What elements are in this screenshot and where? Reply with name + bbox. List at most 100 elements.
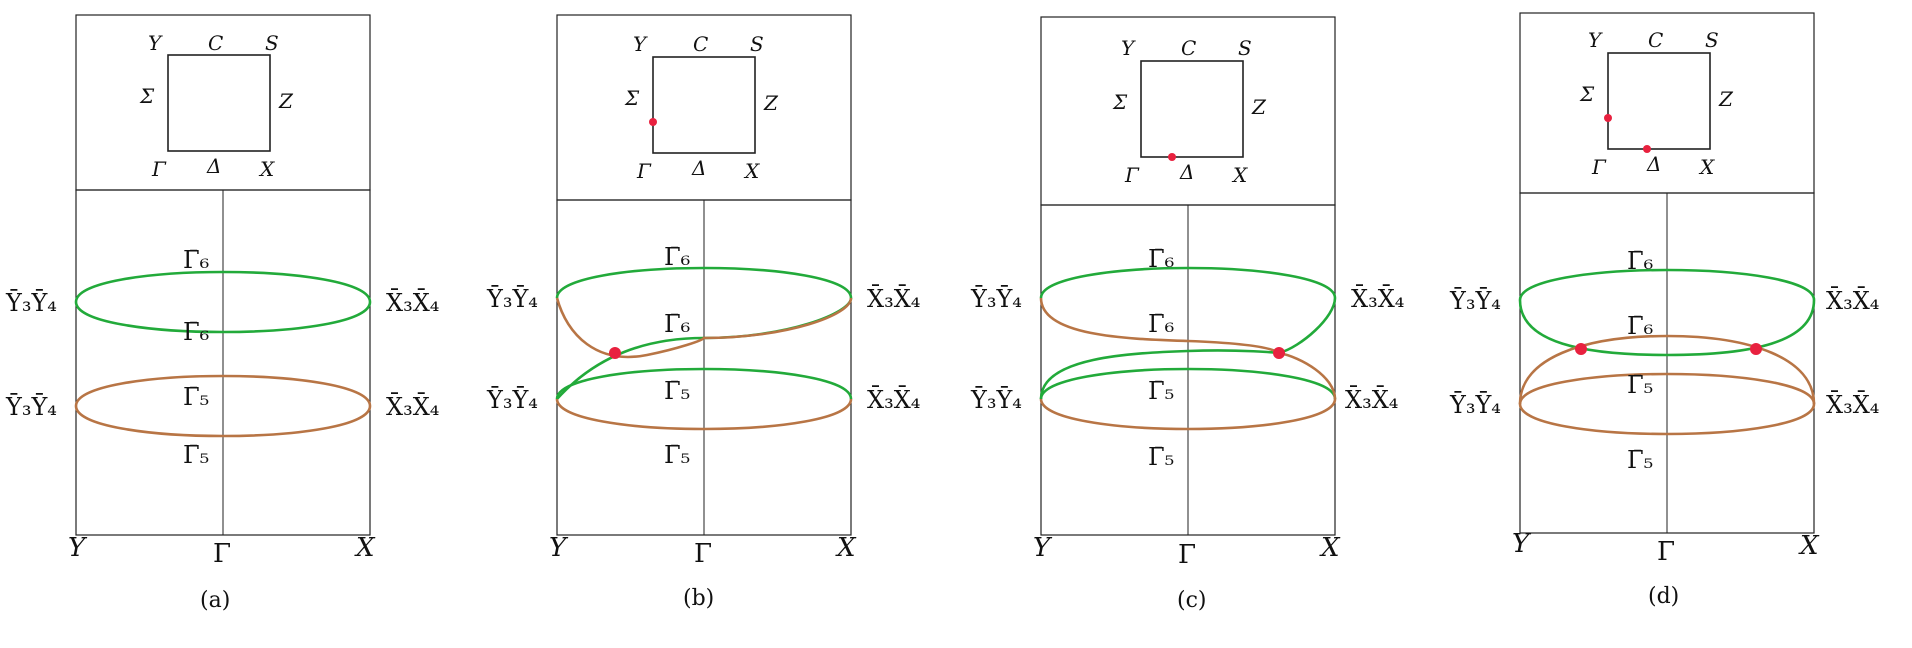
band-label-x3x4-upper: X̄₃X̄₄ xyxy=(1826,287,1879,315)
axis-label-gamma: Γ xyxy=(1657,537,1675,567)
band-label-gamma6-mid: Γ̄₆ xyxy=(1627,312,1653,340)
panel-b: Y C S Σ Z Γ Δ X Γ̄₆ Γ̄₆ Γ̄₅ Γ̄₅ Ȳ₃Ȳ₄ Ȳ₃Ȳ… xyxy=(486,14,920,611)
band-label-gamma5-mid: Γ̄₅ xyxy=(664,377,690,405)
band-label-gamma6-top: Γ̄₆ xyxy=(1627,247,1653,275)
band-label-x3x4-lower: X̄₃X̄₄ xyxy=(1826,391,1879,419)
axis-label-y: Y xyxy=(1033,533,1053,563)
brown-band-upper xyxy=(555,297,853,359)
axis-label-gamma: Γ xyxy=(694,539,712,569)
hs-label-c: C xyxy=(1181,36,1196,60)
hs-label-delta: Δ xyxy=(691,156,706,180)
hs-label-z: Z xyxy=(1251,95,1267,119)
band-label-y3y4-lower: Ȳ₃Ȳ₄ xyxy=(1449,391,1501,419)
band-label-y3y4-upper: Ȳ₃Ȳ₄ xyxy=(486,285,538,313)
band-label-gamma5-bottom: Γ̄₅ xyxy=(1148,443,1174,471)
panel-caption: (c) xyxy=(1177,588,1207,613)
hs-label-delta: Δ xyxy=(1179,160,1194,184)
hs-label-c: C xyxy=(1648,28,1663,52)
hs-label-s: S xyxy=(1705,28,1719,52)
band-label-x3x4-upper: X̄₃X̄₄ xyxy=(1351,285,1404,313)
hs-label-sigma: Σ xyxy=(1112,90,1128,114)
hs-label-x: X xyxy=(1698,155,1715,179)
green-band-loop xyxy=(74,270,372,334)
panel-caption: (b) xyxy=(683,586,714,611)
hs-label-sigma: Σ xyxy=(1579,82,1595,106)
axis-label-gamma: Γ xyxy=(213,539,231,569)
band-label-y3y4-lower: Ȳ₃Ȳ₄ xyxy=(5,393,57,421)
band-label-x3x4-upper: X̄₃X̄₄ xyxy=(867,285,920,313)
green-band-upper xyxy=(1039,266,1337,355)
brillouin-zone-square xyxy=(652,56,756,154)
brillouin-zone-square xyxy=(167,54,271,152)
hs-label-z: Z xyxy=(278,89,294,113)
green-band-lower xyxy=(1039,367,1337,400)
brillouin-zone-frame xyxy=(1519,12,1815,194)
axis-label-y: Y xyxy=(549,533,569,563)
hs-label-c: C xyxy=(208,31,223,55)
band-label-x3x4-upper: X̄₃X̄₄ xyxy=(386,289,439,317)
band-label-gamma5-bottom: Γ̄₅ xyxy=(1627,446,1653,474)
brown-band-upper xyxy=(1039,297,1337,400)
band-label-x3x4-lower: X̄₃X̄₄ xyxy=(867,386,920,414)
hs-label-y: Y xyxy=(1121,36,1136,60)
panel-c: Y C S Σ Z Γ Δ X Γ̄₆ Γ̄₆ Γ̄₅ Γ̄₅ Ȳ₃Ȳ₄ Ȳ₃Ȳ… xyxy=(970,16,1404,613)
hs-label-y: Y xyxy=(1588,28,1603,52)
band-label-gamma6-mid: Γ̄₆ xyxy=(664,310,690,338)
brown-band-loop xyxy=(1039,398,1337,431)
hs-label-y: Y xyxy=(633,32,648,56)
band-label-gamma6-mid: Γ̄₆ xyxy=(183,318,209,346)
brown-band-loop xyxy=(555,398,853,431)
band-label-y3y4-upper: Ȳ₃Ȳ₄ xyxy=(1449,287,1501,315)
panel-caption: (a) xyxy=(200,588,230,613)
hs-label-z: Z xyxy=(763,91,779,115)
axis-label-x: X xyxy=(1798,531,1820,561)
hs-label-gamma: Γ xyxy=(1591,155,1607,179)
band-label-x3x4-lower: X̄₃X̄₄ xyxy=(1345,386,1398,414)
hs-label-delta: Δ xyxy=(1646,152,1661,176)
panel-caption: (d) xyxy=(1648,584,1679,609)
hs-label-s: S xyxy=(750,32,764,56)
hs-label-x: X xyxy=(1231,163,1248,187)
hs-label-s: S xyxy=(1238,36,1252,60)
green-band-lower xyxy=(555,367,853,400)
brillouin-zone-square xyxy=(1607,52,1711,150)
brown-band-loop xyxy=(74,374,372,438)
band-label-x3x4-lower: X̄₃X̄₄ xyxy=(386,393,439,421)
crossing-point xyxy=(609,347,621,359)
delta-point-marker xyxy=(1643,145,1651,153)
hs-label-sigma: Σ xyxy=(624,86,640,110)
hs-label-delta: Δ xyxy=(206,154,221,178)
band-label-gamma5-bottom: Γ̄₅ xyxy=(664,441,690,469)
hs-label-s: S xyxy=(265,31,279,55)
hs-label-gamma: Γ xyxy=(151,157,167,181)
sigma-point-marker xyxy=(649,118,657,126)
axis-label-y: Y xyxy=(1512,529,1532,559)
sigma-point-marker xyxy=(1604,114,1612,122)
band-label-gamma6-top: Γ̄₆ xyxy=(183,246,209,274)
axis-label-gamma: Γ xyxy=(1178,540,1196,570)
axis-label-x: X xyxy=(1319,533,1341,563)
green-band-mid xyxy=(1039,349,1280,400)
band-label-gamma5-mid: Γ̄₅ xyxy=(183,383,209,411)
crossing-point xyxy=(1273,347,1285,359)
hs-label-y: Y xyxy=(148,31,163,55)
delta-point-marker xyxy=(1168,153,1176,161)
brown-band-arch xyxy=(1518,334,1816,405)
hs-label-c: C xyxy=(693,32,708,56)
brillouin-zone-square xyxy=(1140,60,1244,158)
crossing-point-left xyxy=(1575,343,1587,355)
axis-label-x: X xyxy=(835,533,857,563)
hs-label-gamma: Γ xyxy=(636,159,652,183)
band-label-gamma6-top: Γ̄₆ xyxy=(1148,245,1174,273)
panel-d: Y C S Σ Z Γ Δ X Γ̄₆ Γ̄₆ Γ̄₅ Γ̄₅ Ȳ₃Ȳ₄ Ȳ₃Ȳ… xyxy=(1449,12,1879,609)
hs-label-x: X xyxy=(743,159,760,183)
axis-label-x: X xyxy=(354,533,376,563)
hs-label-sigma: Σ xyxy=(139,84,155,108)
band-label-gamma6-top: Γ̄₆ xyxy=(664,243,690,271)
band-label-gamma6-mid: Γ̄₆ xyxy=(1148,310,1174,338)
band-label-gamma5-mid: Γ̄₅ xyxy=(1627,371,1653,399)
crossing-point-right xyxy=(1750,343,1762,355)
band-label-gamma5-bottom: Γ̄₅ xyxy=(183,441,209,469)
hs-label-x: X xyxy=(258,157,275,181)
